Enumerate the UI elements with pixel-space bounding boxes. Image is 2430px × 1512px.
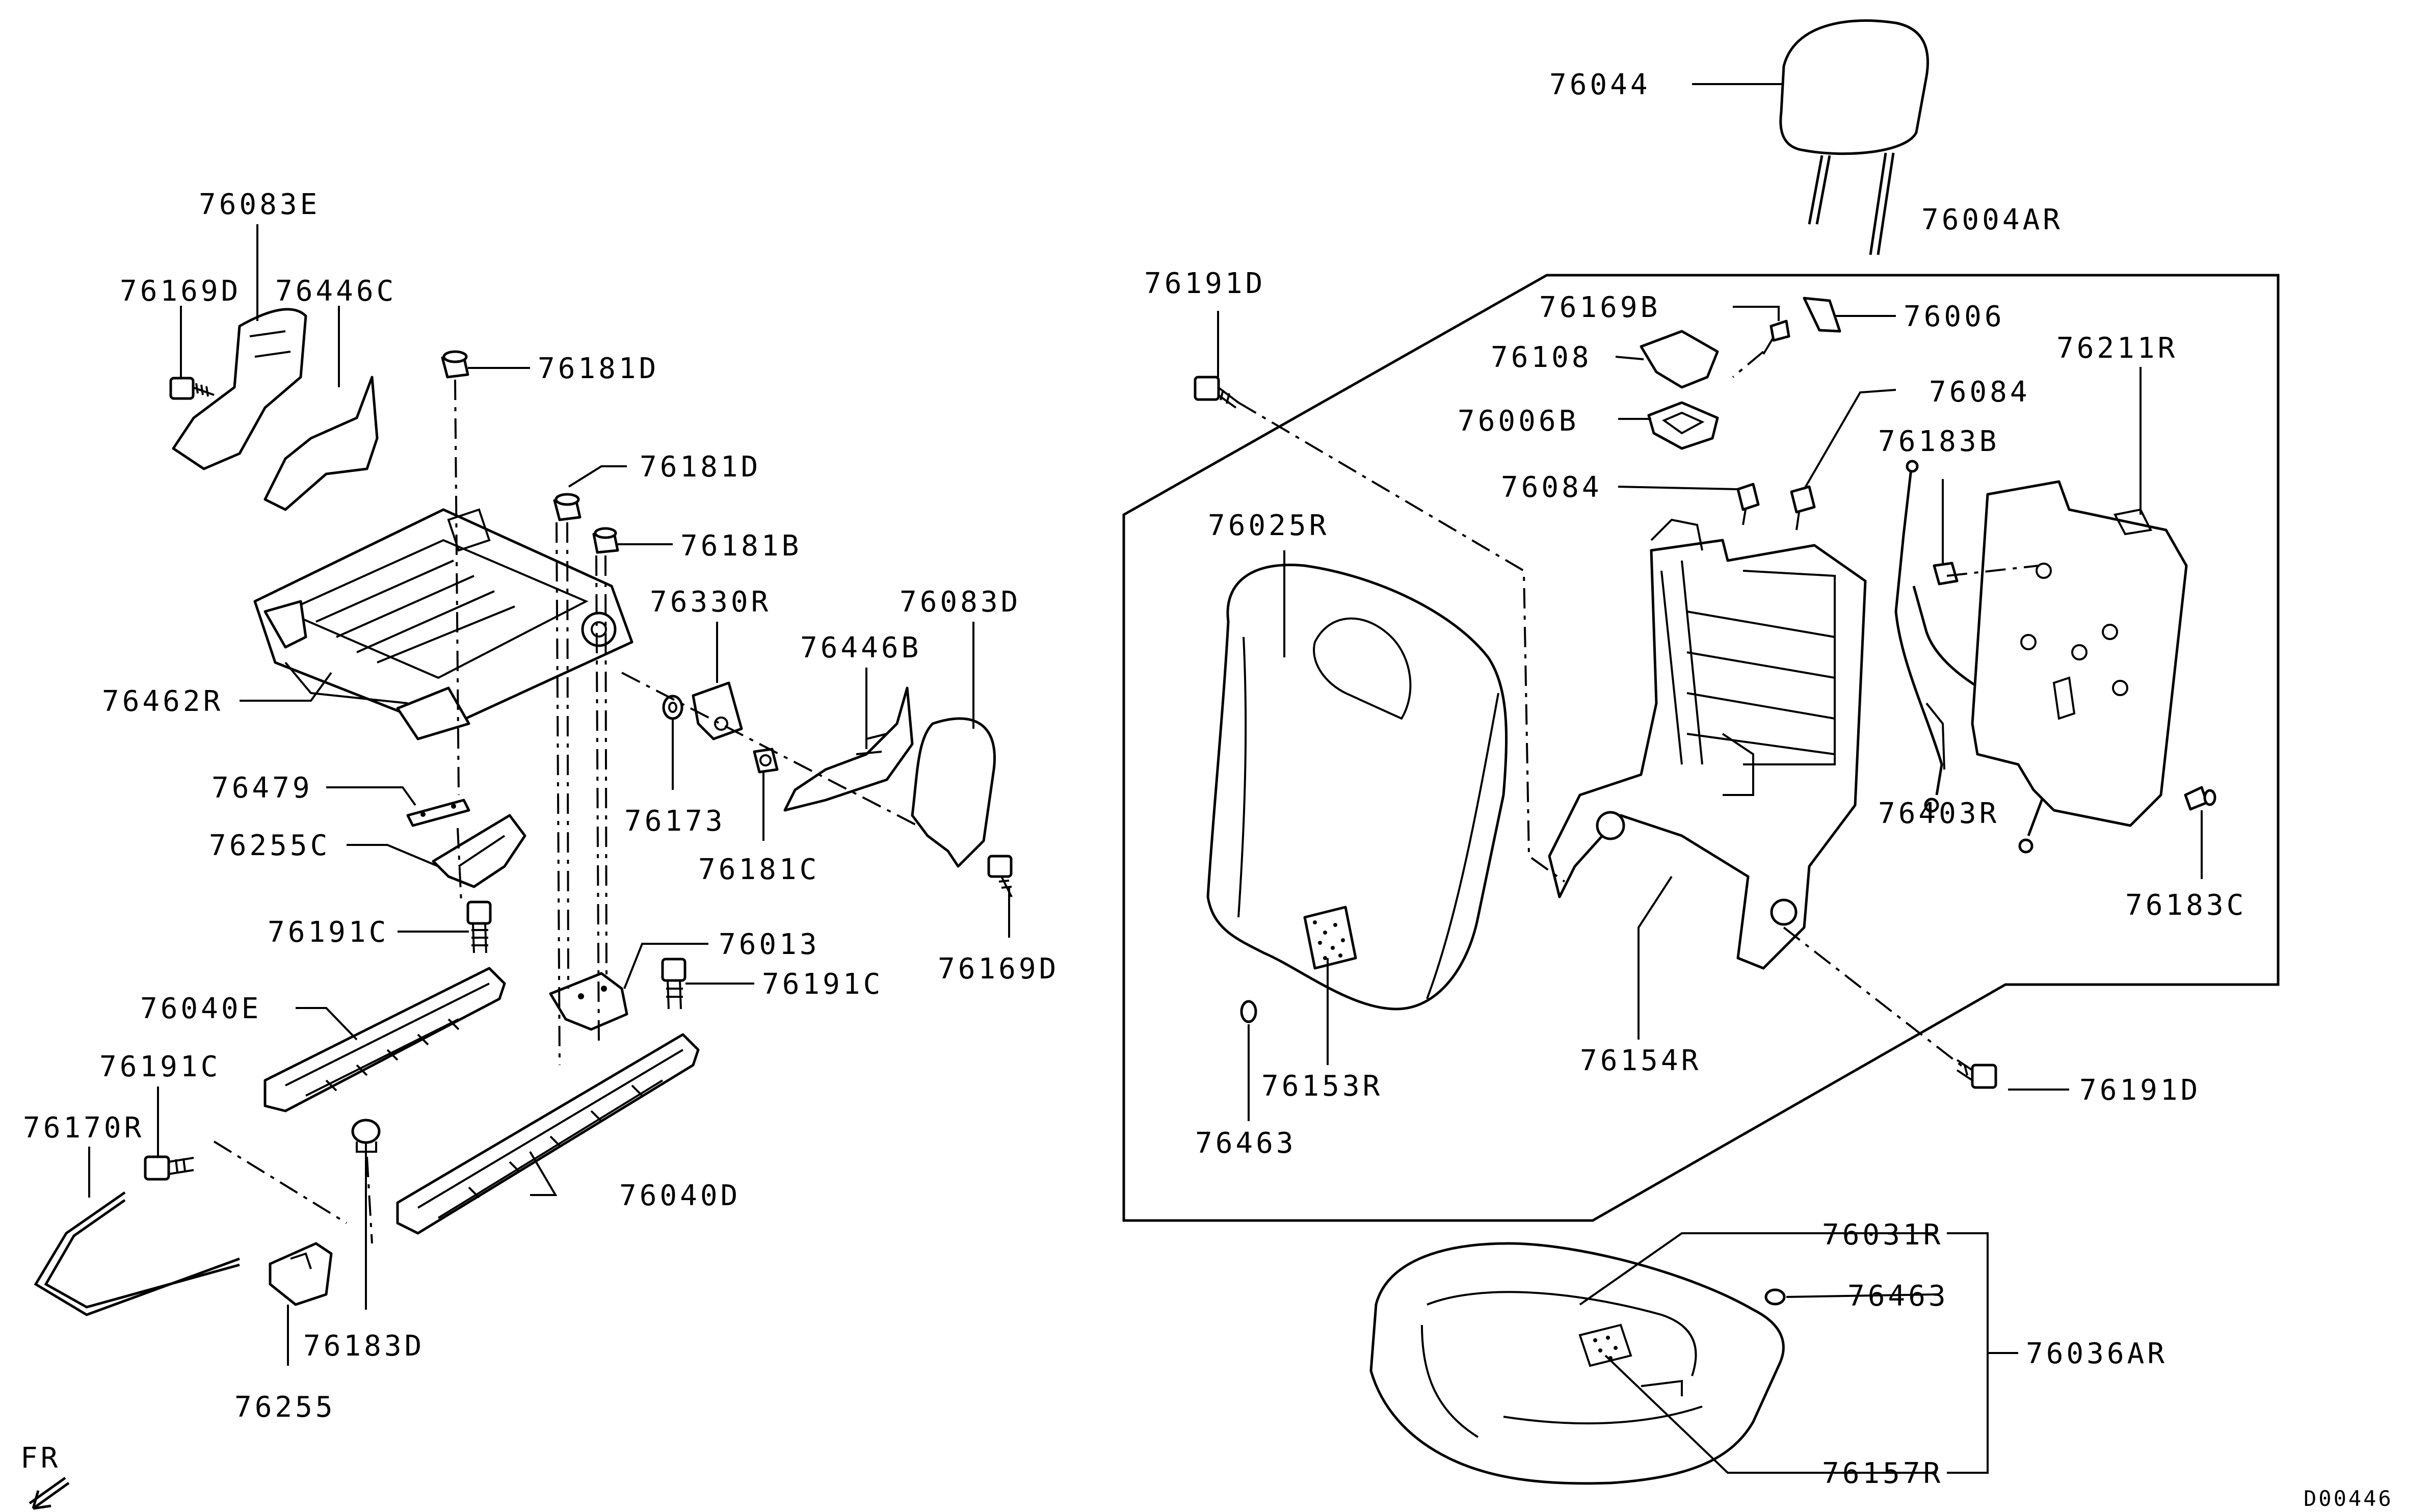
phantom-lines-left (213, 379, 918, 1244)
part-76211R-board (1971, 480, 2188, 827)
label-76084: 76084 (1501, 471, 1602, 504)
part-76462R-seat-frame (253, 508, 633, 740)
label-76463: 76463 (1847, 1280, 1949, 1313)
part-labels: 76083E 76169D 76446C 76181D 76181D 76181… (20, 68, 2393, 1511)
label-76191C: 76191C (268, 916, 389, 949)
label-76083E: 76083E (199, 188, 320, 221)
label-76191D: 76191D (1144, 267, 1265, 300)
label-76183D: 76183D (303, 1330, 425, 1363)
part-76479 (406, 799, 470, 827)
label-76181D: 76181D (640, 450, 761, 484)
part-76170R-wire (34, 1191, 240, 1316)
label-76191C: 76191C (762, 968, 883, 1001)
label-76006: 76006 (1904, 300, 2005, 333)
label-76191D: 76191D (2079, 1074, 2201, 1107)
part-76044-headrest (1779, 19, 1929, 255)
phantom-lines-right (1237, 351, 2039, 1071)
label-76169D: 76169D (120, 275, 241, 308)
part-76006B (1647, 401, 1719, 450)
label-76181C: 76181C (698, 853, 820, 886)
label-76181B: 76181B (680, 529, 802, 563)
label-76083D: 76083D (900, 586, 1021, 619)
part-76083E (172, 308, 307, 470)
label-76170R: 76170R (23, 1111, 144, 1145)
bolt-76191C-c (144, 1155, 194, 1181)
bolt-76191C-b (661, 958, 686, 1010)
bolt-76191D-a (1194, 376, 1239, 409)
diagram-code: D00446 (2304, 1486, 2393, 1511)
part-76255C (432, 814, 526, 888)
label-76211R: 76211R (2056, 332, 2178, 365)
bolt-76191D-b (1956, 1059, 1997, 1089)
label-76154R: 76154R (1580, 1044, 1701, 1077)
bolt-76169D-b (987, 855, 1013, 897)
part-76403R-cable (1894, 460, 2045, 854)
label-76169D: 76169D (938, 952, 1059, 986)
front-arrow-icon (29, 1476, 70, 1510)
screw-76169B (1762, 320, 1790, 355)
label-76040D: 76040D (619, 1179, 741, 1212)
nut-76181C (753, 748, 779, 774)
part-76013 (549, 972, 628, 1031)
label-76157R: 76157R (1822, 1457, 1943, 1490)
label-76169B: 76169B (1539, 291, 1660, 324)
part-76446C (263, 376, 379, 511)
label-76108: 76108 (1491, 341, 1592, 374)
part-76083D (911, 717, 996, 868)
clip-76183B (1933, 562, 1959, 586)
pad-76153R (1313, 920, 1345, 960)
clip-76463-b (1764, 1288, 1786, 1306)
label-76479: 76479 (212, 772, 313, 805)
part-76040D-rail (396, 1033, 700, 1235)
washer-76173 (662, 695, 683, 720)
leader-lines (88, 83, 2203, 1474)
label-76330R: 76330R (650, 586, 771, 619)
label-76463: 76463 (1195, 1127, 1297, 1160)
part-76255 (269, 1242, 333, 1306)
label-76446C: 76446C (275, 275, 397, 308)
label-76084: 76084 (1929, 376, 2030, 409)
bolt-76191C-a (466, 900, 492, 953)
clip-76006 (1803, 297, 1841, 333)
label-76025R: 76025R (1208, 509, 1329, 542)
assembly-76004AR-outline (1122, 274, 2280, 1222)
label-76040E: 76040E (140, 992, 261, 1025)
nut-76181D-a (441, 350, 469, 379)
label-76036AR: 76036AR (2026, 1337, 2168, 1370)
label-76255C: 76255C (209, 829, 330, 862)
clip-76183C (2184, 786, 2216, 811)
part-76108 (1640, 330, 1719, 389)
label-76462R: 76462R (102, 685, 223, 718)
label-76044: 76044 (1549, 68, 1651, 101)
label-76446B: 76446B (800, 631, 921, 665)
part-76154R-frame (1548, 518, 1867, 970)
part-76040E-rail (263, 967, 506, 1112)
label-76031R: 76031R (1822, 1218, 1943, 1252)
part-76084-a (1736, 483, 1760, 525)
label-76255: 76255 (234, 1391, 336, 1424)
clip-76463-a (1240, 1000, 1257, 1023)
label-76006B: 76006B (1458, 405, 1579, 438)
front-label: FR (20, 1442, 61, 1475)
label-76183C: 76183C (2125, 889, 2247, 922)
nut-76181B (592, 527, 619, 554)
label-76403R: 76403R (1878, 797, 1999, 830)
part-76084-b (1790, 485, 1816, 530)
part-76446B (783, 686, 914, 812)
bolt-76169D-a (169, 377, 215, 400)
label-76183B: 76183B (1878, 425, 1999, 458)
part-76031R-cushion (1369, 1242, 1785, 1485)
label-76191C: 76191C (99, 1050, 221, 1083)
label-76173: 76173 (624, 805, 726, 838)
label-76004AR: 76004AR (1921, 203, 2063, 236)
part-76330R (692, 681, 743, 740)
part-76025R-seatback (1206, 564, 1508, 1011)
label-76153R: 76153R (1261, 1070, 1383, 1103)
label-76181D: 76181D (538, 352, 659, 385)
nut-76181D-b (553, 493, 582, 521)
label-76013: 76013 (719, 928, 820, 961)
